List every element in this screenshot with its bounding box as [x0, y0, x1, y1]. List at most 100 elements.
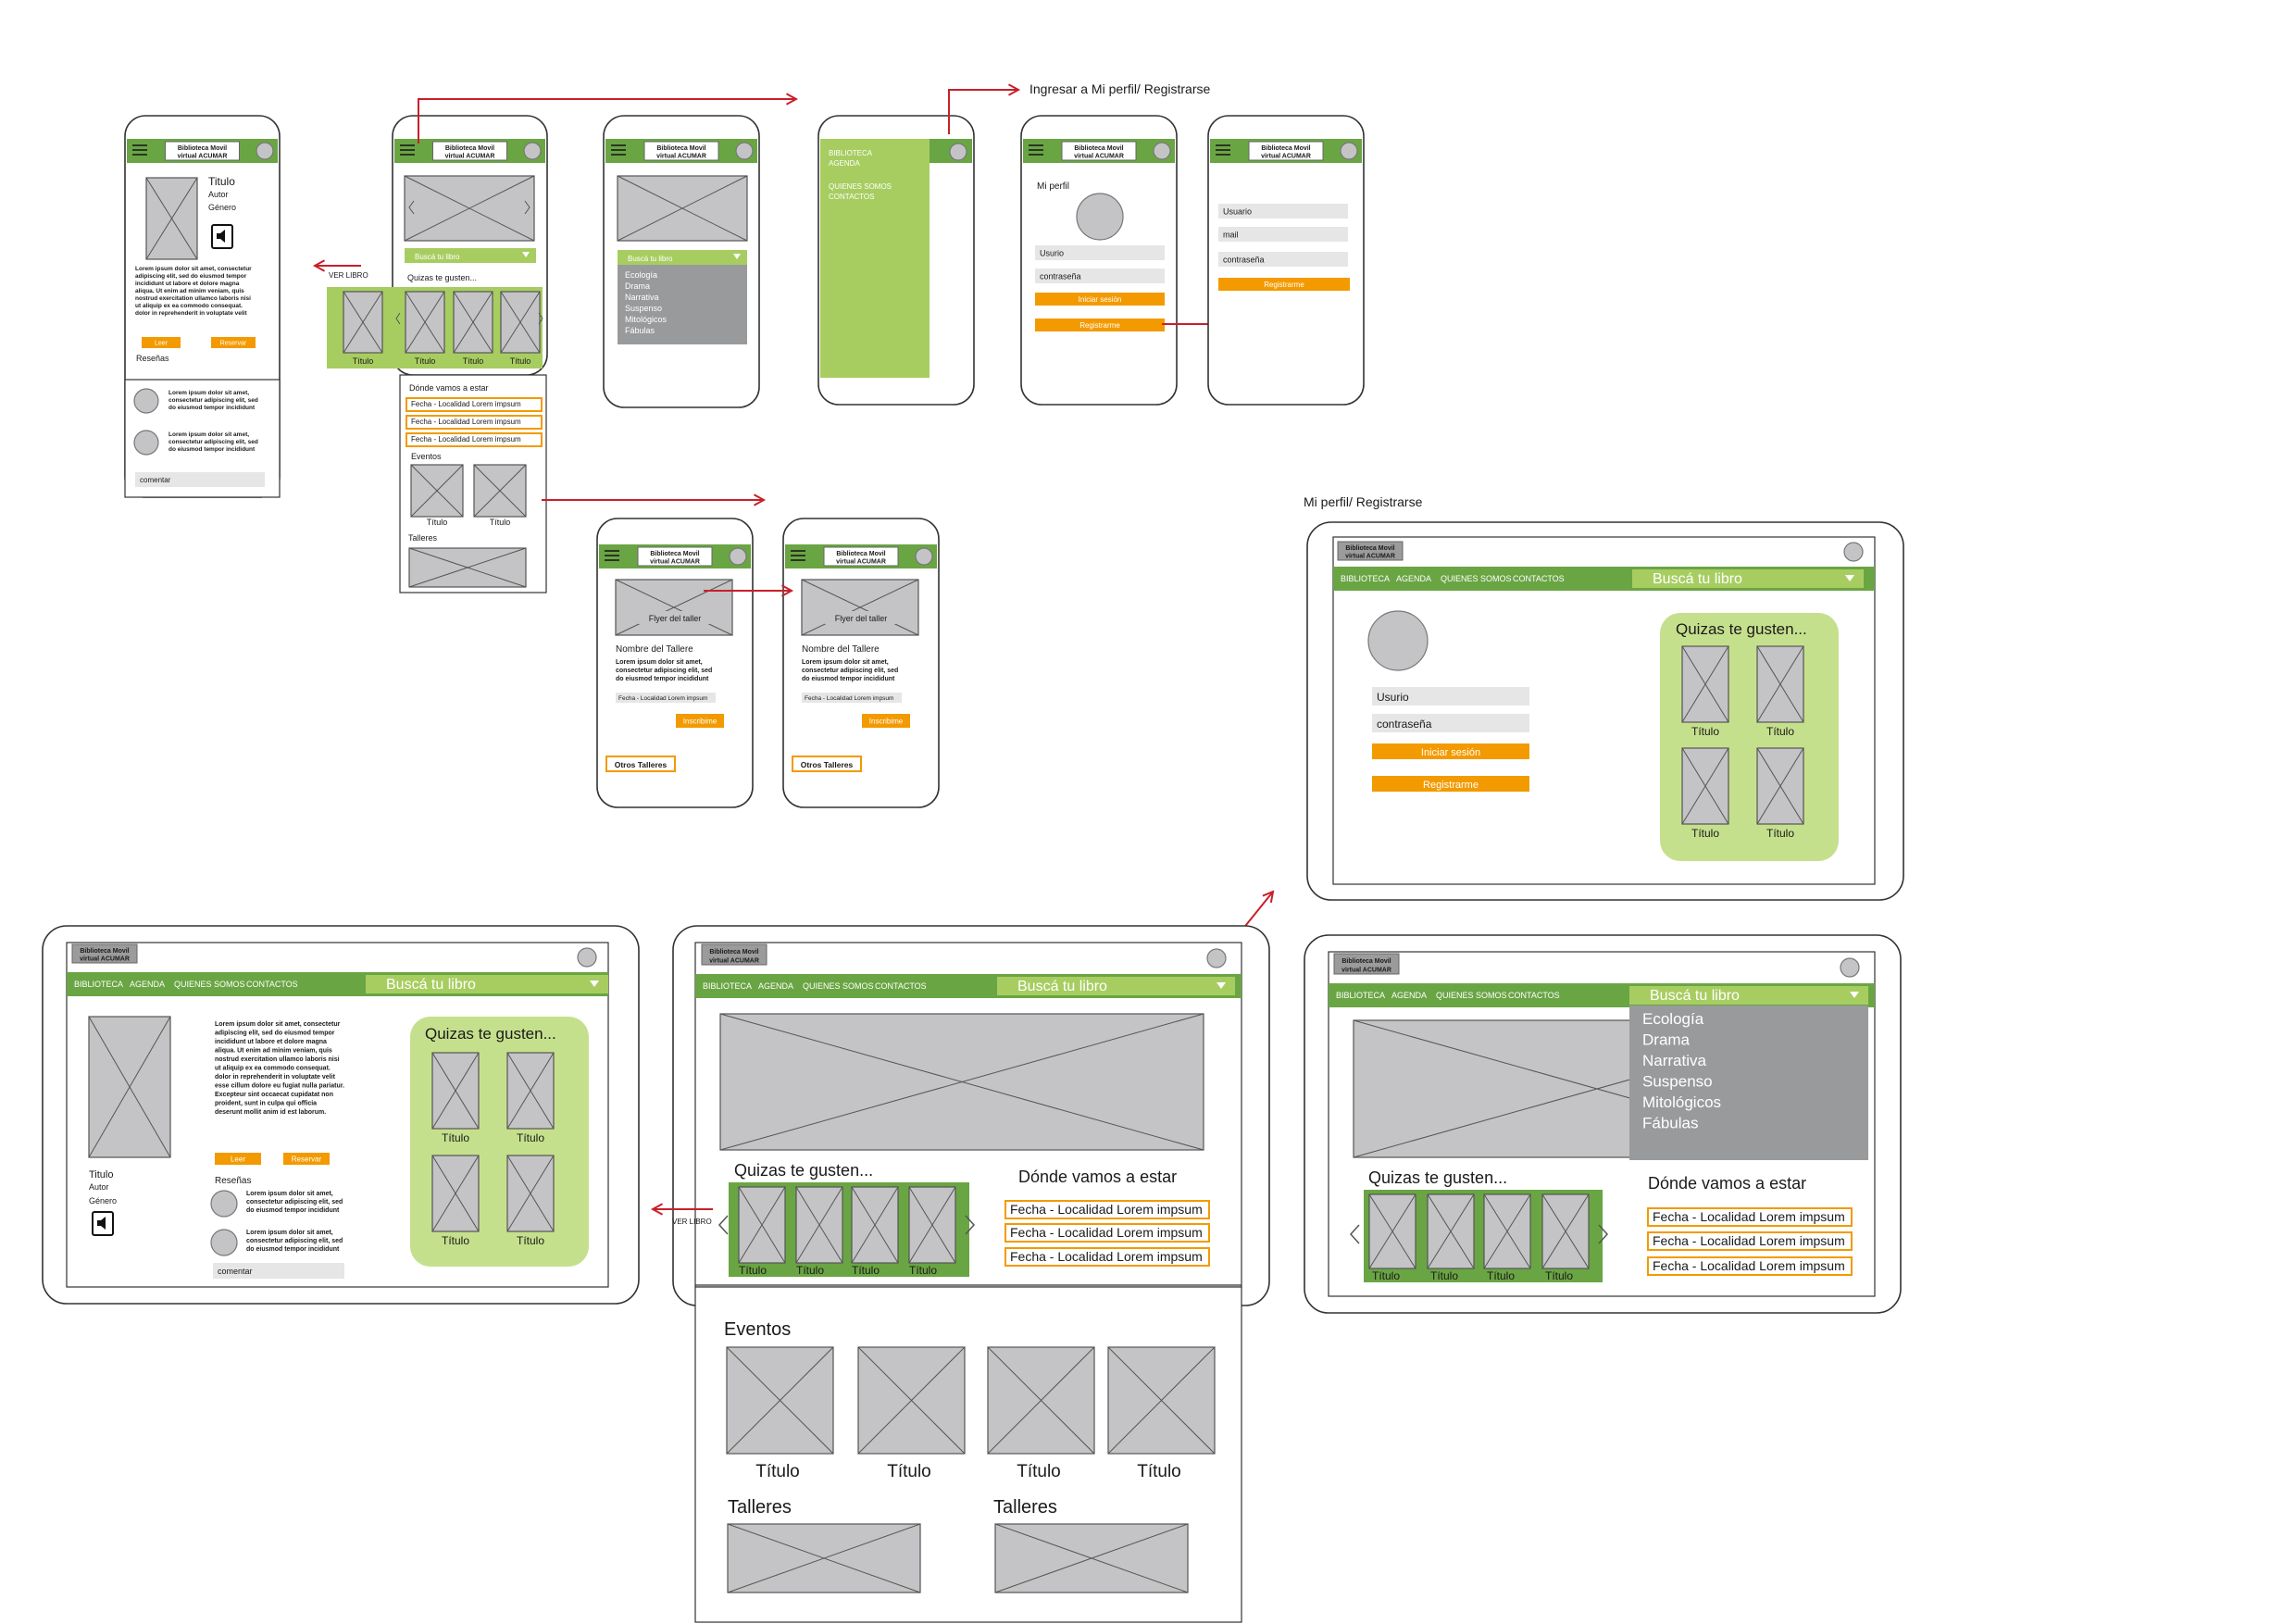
- genre-item[interactable]: Narrativa: [1642, 1052, 1707, 1069]
- input-field[interactable]: [213, 1263, 344, 1279]
- orange-button[interactable]: [215, 1153, 261, 1165]
- nav-item-3[interactable]: CONTACTOS: [1513, 574, 1565, 583]
- body-text: dolor in reprehenderit in voluptate veli…: [135, 310, 247, 317]
- orange-button[interactable]: [1035, 319, 1165, 331]
- menu-item[interactable]: BIBLIOTECA: [829, 149, 873, 157]
- genre-item[interactable]: Drama: [625, 281, 650, 291]
- suggest-title: Título: [1545, 1269, 1573, 1282]
- nav-item-0[interactable]: BIBLIOTECA: [74, 980, 123, 989]
- taller-date-bg: [802, 693, 902, 703]
- nav-item-3[interactable]: CONTACTOS: [1508, 991, 1560, 1000]
- event-item[interactable]: [1647, 1231, 1853, 1251]
- search-dropdown[interactable]: [366, 975, 608, 993]
- chevron-left-icon[interactable]: [395, 312, 401, 325]
- genre-item[interactable]: Mitológicos: [1642, 1093, 1721, 1111]
- body-text: do eiusmod tempor incididunt: [246, 1246, 340, 1253]
- chevron-down-icon[interactable]: [733, 254, 741, 259]
- genre-item[interactable]: Suspenso: [625, 304, 662, 313]
- genre-item[interactable]: Ecología: [1642, 1010, 1704, 1028]
- input-field[interactable]: [1218, 227, 1348, 242]
- chevron-right-icon[interactable]: [538, 312, 543, 325]
- input-field[interactable]: [1035, 269, 1165, 283]
- chevron-right-icon[interactable]: [524, 200, 530, 215]
- orange-button[interactable]: [1372, 743, 1529, 759]
- logo: [1061, 141, 1137, 161]
- search-dropdown[interactable]: [997, 977, 1235, 995]
- nav-item-1[interactable]: AGENDA: [130, 980, 165, 989]
- placeholder-cross: [506, 1155, 555, 1232]
- chevron-down-icon[interactable]: [1217, 982, 1226, 989]
- genre-item[interactable]: Fábulas: [1642, 1115, 1698, 1132]
- nav-item-1[interactable]: AGENDA: [1391, 991, 1427, 1000]
- genre-item[interactable]: Ecología: [625, 270, 657, 280]
- event-item[interactable]: [406, 397, 543, 412]
- search-dropdown[interactable]: [618, 250, 747, 265]
- orange-button[interactable]: [1372, 776, 1529, 792]
- orange-button[interactable]: [1035, 293, 1165, 306]
- nav-item-3[interactable]: CONTACTOS: [875, 981, 927, 991]
- nav-item-1[interactable]: AGENDA: [758, 981, 793, 991]
- menu-item[interactable]: QUIENES SOMOS: [829, 182, 892, 191]
- search-dropdown[interactable]: [1629, 986, 1868, 1005]
- search-dropdown[interactable]: [405, 248, 536, 263]
- chevron-down-icon[interactable]: [1850, 992, 1859, 998]
- body-text: esse cillum dolore eu fugiat nulla paria…: [215, 1083, 344, 1090]
- nav-item-3[interactable]: CONTACTOS: [246, 980, 298, 989]
- chevron-left-icon[interactable]: [408, 200, 415, 215]
- chevron-down-icon[interactable]: [1845, 575, 1854, 581]
- chevron-down-icon[interactable]: [522, 252, 530, 257]
- input-field[interactable]: [1218, 252, 1348, 267]
- chevron-down-icon[interactable]: [590, 981, 599, 987]
- nav-item-0[interactable]: BIBLIOTECA: [703, 981, 752, 991]
- chevron-left-icon[interactable]: [1349, 1224, 1360, 1244]
- event-item[interactable]: [1004, 1223, 1210, 1243]
- input-field[interactable]: [135, 472, 265, 487]
- field-label: comentar: [218, 1267, 253, 1276]
- event-item[interactable]: [1647, 1256, 1853, 1276]
- event-item[interactable]: [1004, 1247, 1210, 1267]
- nav-item-1[interactable]: AGENDA: [1396, 574, 1431, 583]
- nav-item-2[interactable]: QUIENES SOMOS: [1436, 991, 1507, 1000]
- button-label: Registrarme: [1264, 281, 1304, 289]
- menu-item[interactable]: AGENDA: [829, 159, 860, 168]
- genre-item[interactable]: Suspenso: [1642, 1073, 1713, 1091]
- input-field[interactable]: [1218, 204, 1348, 219]
- nav-item-0[interactable]: BIBLIOTECA: [1336, 991, 1385, 1000]
- nav-item-0[interactable]: BIBLIOTECA: [1341, 574, 1390, 583]
- event-item[interactable]: [1004, 1200, 1210, 1219]
- other-talleres-button[interactable]: [605, 756, 676, 772]
- events-heading: Eventos: [724, 1319, 791, 1340]
- genre-item[interactable]: Fábulas: [625, 326, 655, 335]
- orange-button[interactable]: [676, 714, 724, 728]
- chevron-right-icon[interactable]: [965, 1215, 976, 1235]
- search-dropdown[interactable]: [1632, 569, 1864, 588]
- input-field[interactable]: [1372, 714, 1529, 732]
- body-text: Lorem ipsum dolor sit amet,: [246, 1191, 333, 1197]
- chevron-right-icon[interactable]: [1598, 1224, 1609, 1244]
- speaker-icon[interactable]: [217, 230, 225, 243]
- body-text: Lorem ipsum dolor sit amet, consectetur: [215, 1021, 341, 1028]
- orange-button[interactable]: [862, 714, 910, 728]
- menu-item[interactable]: CONTACTOS: [829, 193, 874, 201]
- input-field[interactable]: [1372, 687, 1529, 706]
- other-talleres-button[interactable]: [792, 756, 862, 772]
- orange-button[interactable]: [211, 337, 256, 348]
- orange-button[interactable]: [1218, 278, 1350, 291]
- nav-item-2[interactable]: QUIENES SOMOS: [803, 981, 874, 991]
- orange-button[interactable]: [283, 1153, 330, 1165]
- genre-item[interactable]: Drama: [1642, 1031, 1691, 1049]
- event-item[interactable]: [406, 415, 543, 430]
- event-item[interactable]: [1647, 1207, 1853, 1227]
- nav-item-2[interactable]: QUIENES SOMOS: [174, 980, 245, 989]
- event-item[interactable]: [406, 432, 543, 447]
- arrow-head: [1262, 890, 1275, 903]
- chevron-left-icon[interactable]: [718, 1215, 729, 1235]
- nav-item-2[interactable]: QUIENES SOMOS: [1441, 574, 1512, 583]
- placeholder-cross: [1483, 1193, 1531, 1269]
- profile-avatar: [1076, 193, 1124, 241]
- genre-item[interactable]: Mitológicos: [625, 315, 668, 324]
- orange-button[interactable]: [142, 337, 181, 348]
- speaker-icon[interactable]: [97, 1217, 106, 1230]
- genre-item[interactable]: Narrativa: [625, 293, 659, 302]
- input-field[interactable]: [1035, 245, 1165, 260]
